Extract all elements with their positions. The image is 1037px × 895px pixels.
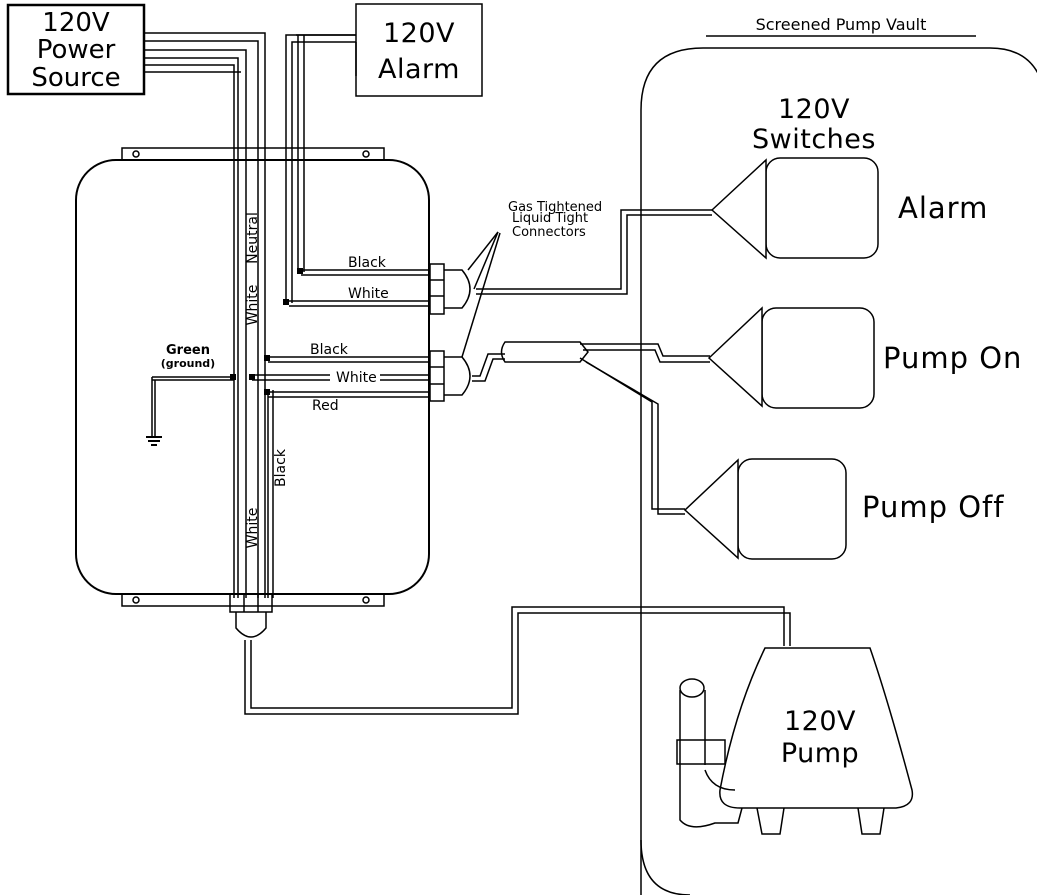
switches-title-line-1: 120V — [778, 94, 850, 125]
ground-sublabel: (ground) — [161, 357, 215, 370]
power-source-line-2: Power — [37, 35, 116, 65]
pump-label-line-1: 120V — [784, 706, 856, 737]
alarm-connector — [429, 263, 471, 315]
float-black-label: Black — [310, 342, 349, 358]
alarm-wires — [285, 34, 357, 303]
pump-off-switch-label: Pump Off — [862, 490, 1004, 524]
power-source-label: 120V Power Source — [31, 8, 120, 93]
float-connector — [429, 350, 471, 402]
pump-body — [676, 647, 914, 835]
white-upper-label: White — [245, 285, 261, 326]
float-switch-alarm — [710, 157, 879, 260]
alarm-black-label: Black — [348, 255, 387, 271]
power-source-line-1: 120V — [42, 8, 110, 38]
float-white-label: White — [336, 370, 377, 386]
connectors-line-3: Connectors — [512, 225, 586, 240]
connectors-line-1: Gas Tightened — [508, 200, 602, 215]
alarm-box-line-1: 120V — [383, 18, 455, 49]
alarm-white-label: White — [348, 286, 389, 302]
cable-splitter — [500, 341, 589, 363]
ground-symbol — [146, 376, 234, 446]
vault-title: Screened Pump Vault — [756, 15, 927, 34]
pump-on-switch-label: Pump On — [883, 341, 1022, 375]
neutral-label: Neutral — [245, 212, 261, 264]
connectors-line-2: Liquid Tight — [512, 211, 588, 226]
switches-title-line-2: Switches — [752, 124, 876, 155]
ground-label: Green — [166, 343, 210, 358]
pump-label-line-2: Pump — [781, 738, 859, 769]
float-red-label: Red — [312, 398, 339, 414]
alarm-switch-label: Alarm — [898, 191, 988, 225]
float-switch-pump-on — [707, 306, 875, 409]
alarm-box-label: 120V Alarm — [378, 18, 460, 85]
bottom-connector — [229, 593, 273, 638]
black-vertical-label: Black — [273, 448, 289, 487]
vault-outline — [640, 47, 1037, 895]
power-source-line-3: Source — [31, 63, 120, 93]
alarm-box-line-2: Alarm — [378, 54, 460, 85]
white-lower-label: White — [245, 508, 261, 549]
float-switch-pump-off — [683, 458, 847, 560]
power-wires — [144, 32, 266, 598]
